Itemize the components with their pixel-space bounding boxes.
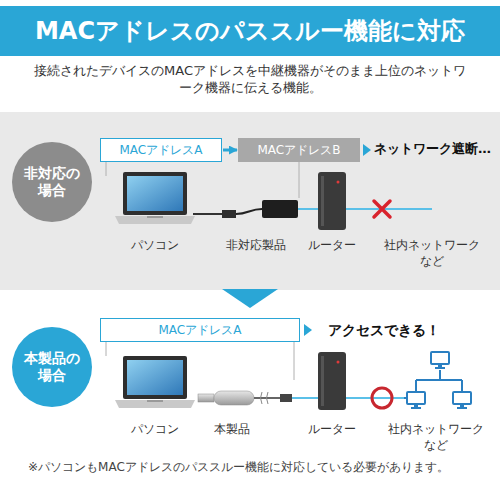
caption-label: 本製品 — [214, 422, 250, 438]
svg-use — [115, 172, 195, 224]
caption-label: アクセスできる！ — [328, 321, 440, 339]
mac-box: MACアドレスA — [100, 318, 300, 342]
adapter-body — [262, 200, 298, 218]
usb-plug — [222, 210, 236, 218]
adapter-body — [214, 391, 254, 405]
svg-use — [407, 392, 425, 409]
svg-use — [431, 352, 449, 369]
flow-arrow — [223, 149, 237, 152]
arrow-head — [363, 144, 371, 156]
title-band: MACアドレスのパススルー機能に対応 — [0, 6, 500, 56]
title: MACアドレスのパススルー機能に対応 — [35, 15, 465, 47]
caption-label: ルーター — [308, 422, 356, 438]
ok-mark — [372, 388, 392, 408]
footnote: ※パソコンもMACアドレスのパススルー機能に対応している必要があります。 — [28, 460, 490, 476]
guide-line — [106, 342, 107, 356]
guide-line — [106, 162, 107, 176]
svg-use — [318, 352, 346, 410]
grey-panel — [0, 112, 500, 290]
arrow-head — [304, 324, 312, 336]
svg-use — [318, 172, 346, 230]
caption-label: 非対応製品 — [226, 238, 286, 254]
cable — [236, 209, 262, 214]
lan-cable — [298, 208, 318, 210]
mac-box: MACアドレスA — [100, 138, 222, 162]
mac-box: MACアドレスB — [238, 138, 360, 162]
caption-label: ルーター — [308, 238, 356, 254]
subtitle: 接続されたデバイスのMACアドレスを中継機器がそのまま上位のネットワーク機器に伝… — [30, 63, 470, 97]
lan-cable — [346, 397, 404, 399]
caption-label: 社内ネットワーク など — [384, 422, 488, 453]
block-mark — [374, 201, 390, 217]
caption-label: 社内ネットワーク など — [380, 238, 484, 269]
mac-label: MACアドレスA — [120, 143, 203, 158]
guide-line — [294, 342, 295, 380]
caption-label: パソコン — [131, 422, 179, 438]
lan-plug — [280, 394, 292, 402]
cable — [193, 213, 224, 215]
svg-use — [453, 392, 471, 409]
case-label: 非対応の場合 — [23, 165, 81, 200]
cut-mark — [261, 392, 269, 404]
lan-cable — [346, 208, 432, 210]
svg-use — [115, 356, 195, 408]
case-circle: 本製品の場合 — [12, 327, 92, 407]
mac-label: MACアドレスB — [258, 143, 341, 158]
case-circle: 非対応の場合 — [12, 142, 92, 222]
mac-label: MACアドレスA — [159, 323, 242, 338]
guide-line — [299, 162, 300, 198]
down-arrow — [222, 289, 278, 308]
usb-plug — [198, 394, 214, 402]
caption-label: パソコン — [131, 238, 179, 254]
case-label: 本製品の場合 — [23, 350, 81, 385]
lan-cable — [292, 397, 318, 399]
caption-label: ネットワーク遮断… — [374, 141, 491, 158]
